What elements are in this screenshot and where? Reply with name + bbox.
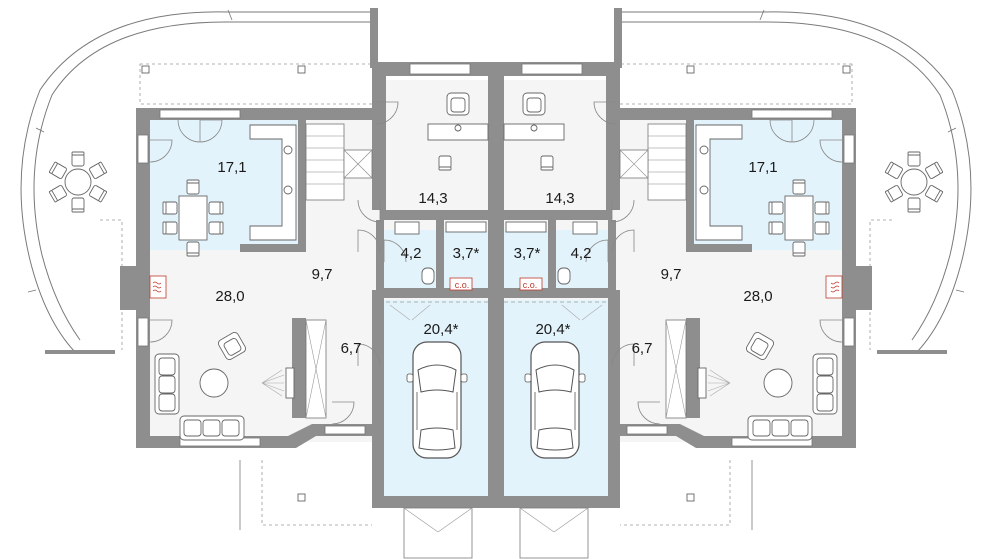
room-label-kitchen-left: 17,1 <box>217 159 246 176</box>
room-label-boiler-right: 3,7* <box>514 245 541 262</box>
room-label-vestibule-right: 6,7 <box>632 340 653 357</box>
room-label-kitchen-right: 17,1 <box>748 159 777 176</box>
room-label-boiler-left: 3,7* <box>453 245 480 262</box>
room-label-living-right: 28,0 <box>743 288 772 305</box>
room-label-hall-left: 9,7 <box>312 266 333 283</box>
room-label-vestibule-left: 6,7 <box>341 340 362 357</box>
room-label-bath-left: 4,2 <box>401 245 422 262</box>
room-label-living-left: 28,0 <box>215 288 244 305</box>
room-label-garage-left: 20,4* <box>423 321 458 338</box>
room-label-office-right: 14,3 <box>545 190 574 207</box>
co-label-right: c.o. <box>523 280 538 290</box>
room-labels: 17,1 28,0 9,7 14,3 4,2 3,7* 6,7 20,4* 20… <box>215 159 777 357</box>
room-label-hall-right: 9,7 <box>661 266 682 283</box>
co-label-left: c.o. <box>455 280 470 290</box>
room-label-bath-right: 4,2 <box>571 245 592 262</box>
room-label-office-left: 14,3 <box>418 190 447 207</box>
room-label-garage-right: 20,4* <box>535 321 570 338</box>
